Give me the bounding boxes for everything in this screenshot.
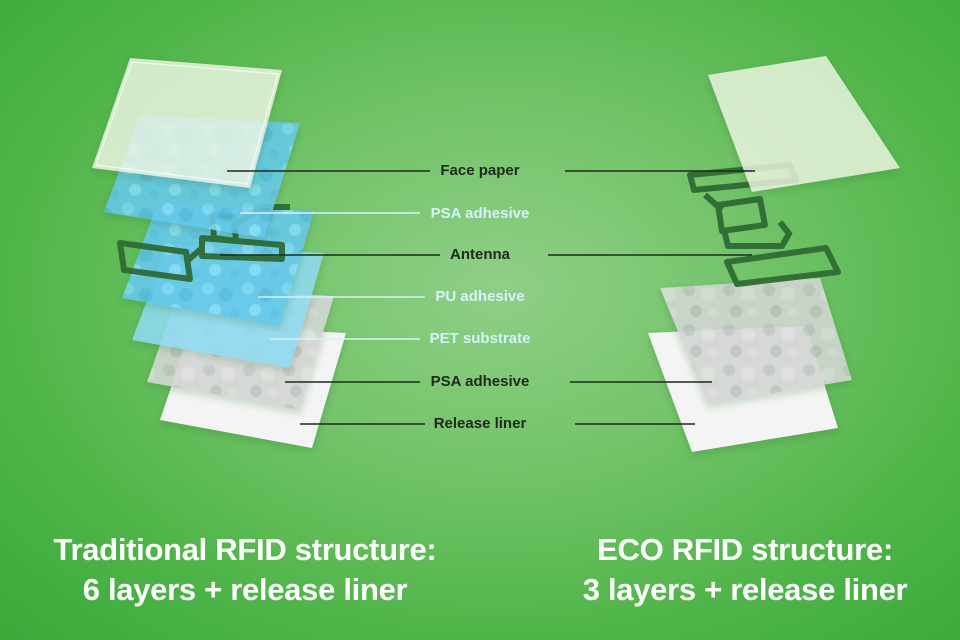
label-pu-adhesive: PU adhesive bbox=[435, 288, 525, 305]
label-psa-adhesive-top: PSA adhesive bbox=[430, 205, 530, 222]
pu-adhesive-layer bbox=[122, 203, 314, 326]
eco-subtitle: 3 layers + release liner bbox=[582, 572, 908, 607]
label-antenna: Antenna bbox=[450, 246, 510, 263]
eco-title: ECO RFID structure: bbox=[597, 532, 893, 567]
label-psa-adhesive-bottom: PSA adhesive bbox=[430, 373, 530, 390]
traditional-caption: Traditional RFID structure: 6 layers + r… bbox=[20, 530, 470, 610]
label-pet-substrate: PET substrate bbox=[429, 330, 531, 347]
traditional-stack bbox=[92, 58, 346, 448]
label-face-paper: Face paper bbox=[440, 162, 520, 179]
traditional-title: Traditional RFID structure: bbox=[53, 532, 437, 567]
traditional-subtitle: 6 layers + release liner bbox=[82, 572, 408, 607]
eco-caption: ECO RFID structure: 3 layers + release l… bbox=[545, 530, 945, 610]
eco-psa-layer bbox=[660, 278, 852, 404]
face-paper-layer bbox=[92, 58, 282, 188]
eco-stack bbox=[648, 56, 900, 452]
leader-lines bbox=[220, 170, 755, 425]
label-release-liner: Release liner bbox=[433, 415, 527, 432]
eco-face-paper-layer bbox=[708, 56, 900, 192]
